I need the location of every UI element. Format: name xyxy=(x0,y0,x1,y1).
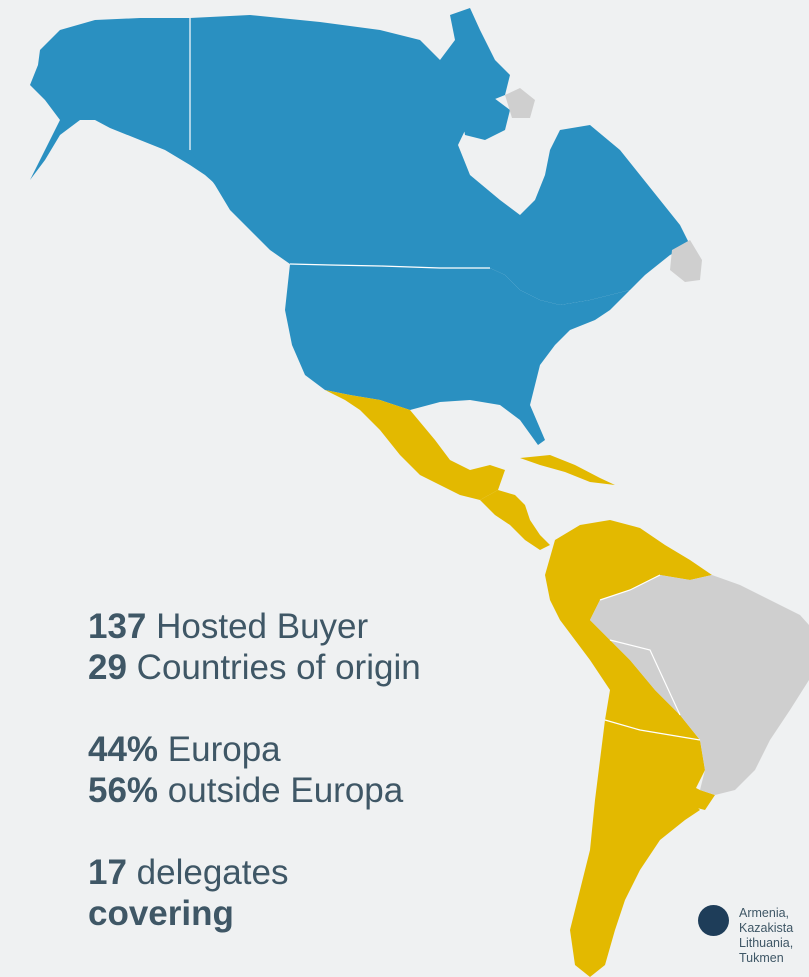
countries-line: 29 Countries of origin xyxy=(88,647,421,688)
countries-label: Countries of origin xyxy=(126,648,421,687)
delegates-label: delegates xyxy=(126,853,289,892)
delegates-count: 17 xyxy=(88,853,127,892)
europe-label: Europa xyxy=(158,730,281,769)
mexico-shape xyxy=(325,390,505,500)
south-america-south-east-shape xyxy=(680,780,715,810)
baffin-island-shape xyxy=(460,95,510,140)
europe-line: 44% Europa xyxy=(88,729,421,770)
legend-text: Armenia, Kazakista Lithuania, Tukmen xyxy=(739,906,794,965)
delegates-line: 17 delegates xyxy=(88,852,421,893)
europe-percent: 44% xyxy=(88,730,159,769)
covering-label: covering xyxy=(88,894,234,933)
covering-line: covering xyxy=(88,893,421,934)
legend-dot xyxy=(698,905,729,936)
north-america-region xyxy=(30,8,702,445)
usa-shape xyxy=(285,264,630,445)
canada-shape xyxy=(190,8,690,305)
brazil-shape xyxy=(590,575,809,795)
caribbean-islands-shape xyxy=(520,455,615,485)
hosted-buyer-count: 137 xyxy=(88,607,147,646)
countries-count: 29 xyxy=(88,648,127,687)
outside-europe-label: outside Europa xyxy=(158,771,404,810)
hosted-buyer-line: 137 Hosted Buyer xyxy=(88,606,421,647)
country-borders xyxy=(189,18,701,741)
central-america-shape xyxy=(480,490,550,550)
statistics-block: 137 Hosted Buyer 29 Countries of origin … xyxy=(88,606,421,934)
south-america-yellow-shape xyxy=(545,520,712,977)
outside-europe-line: 56% outside Europa xyxy=(88,770,421,811)
newfoundland-shape xyxy=(670,240,702,282)
latin-america-region xyxy=(325,390,715,977)
outside-europe-percent: 56% xyxy=(88,771,159,810)
hosted-buyer-label: Hosted Buyer xyxy=(146,607,369,646)
alaska-shape xyxy=(30,18,250,210)
greenland-tip-shape xyxy=(505,88,535,118)
